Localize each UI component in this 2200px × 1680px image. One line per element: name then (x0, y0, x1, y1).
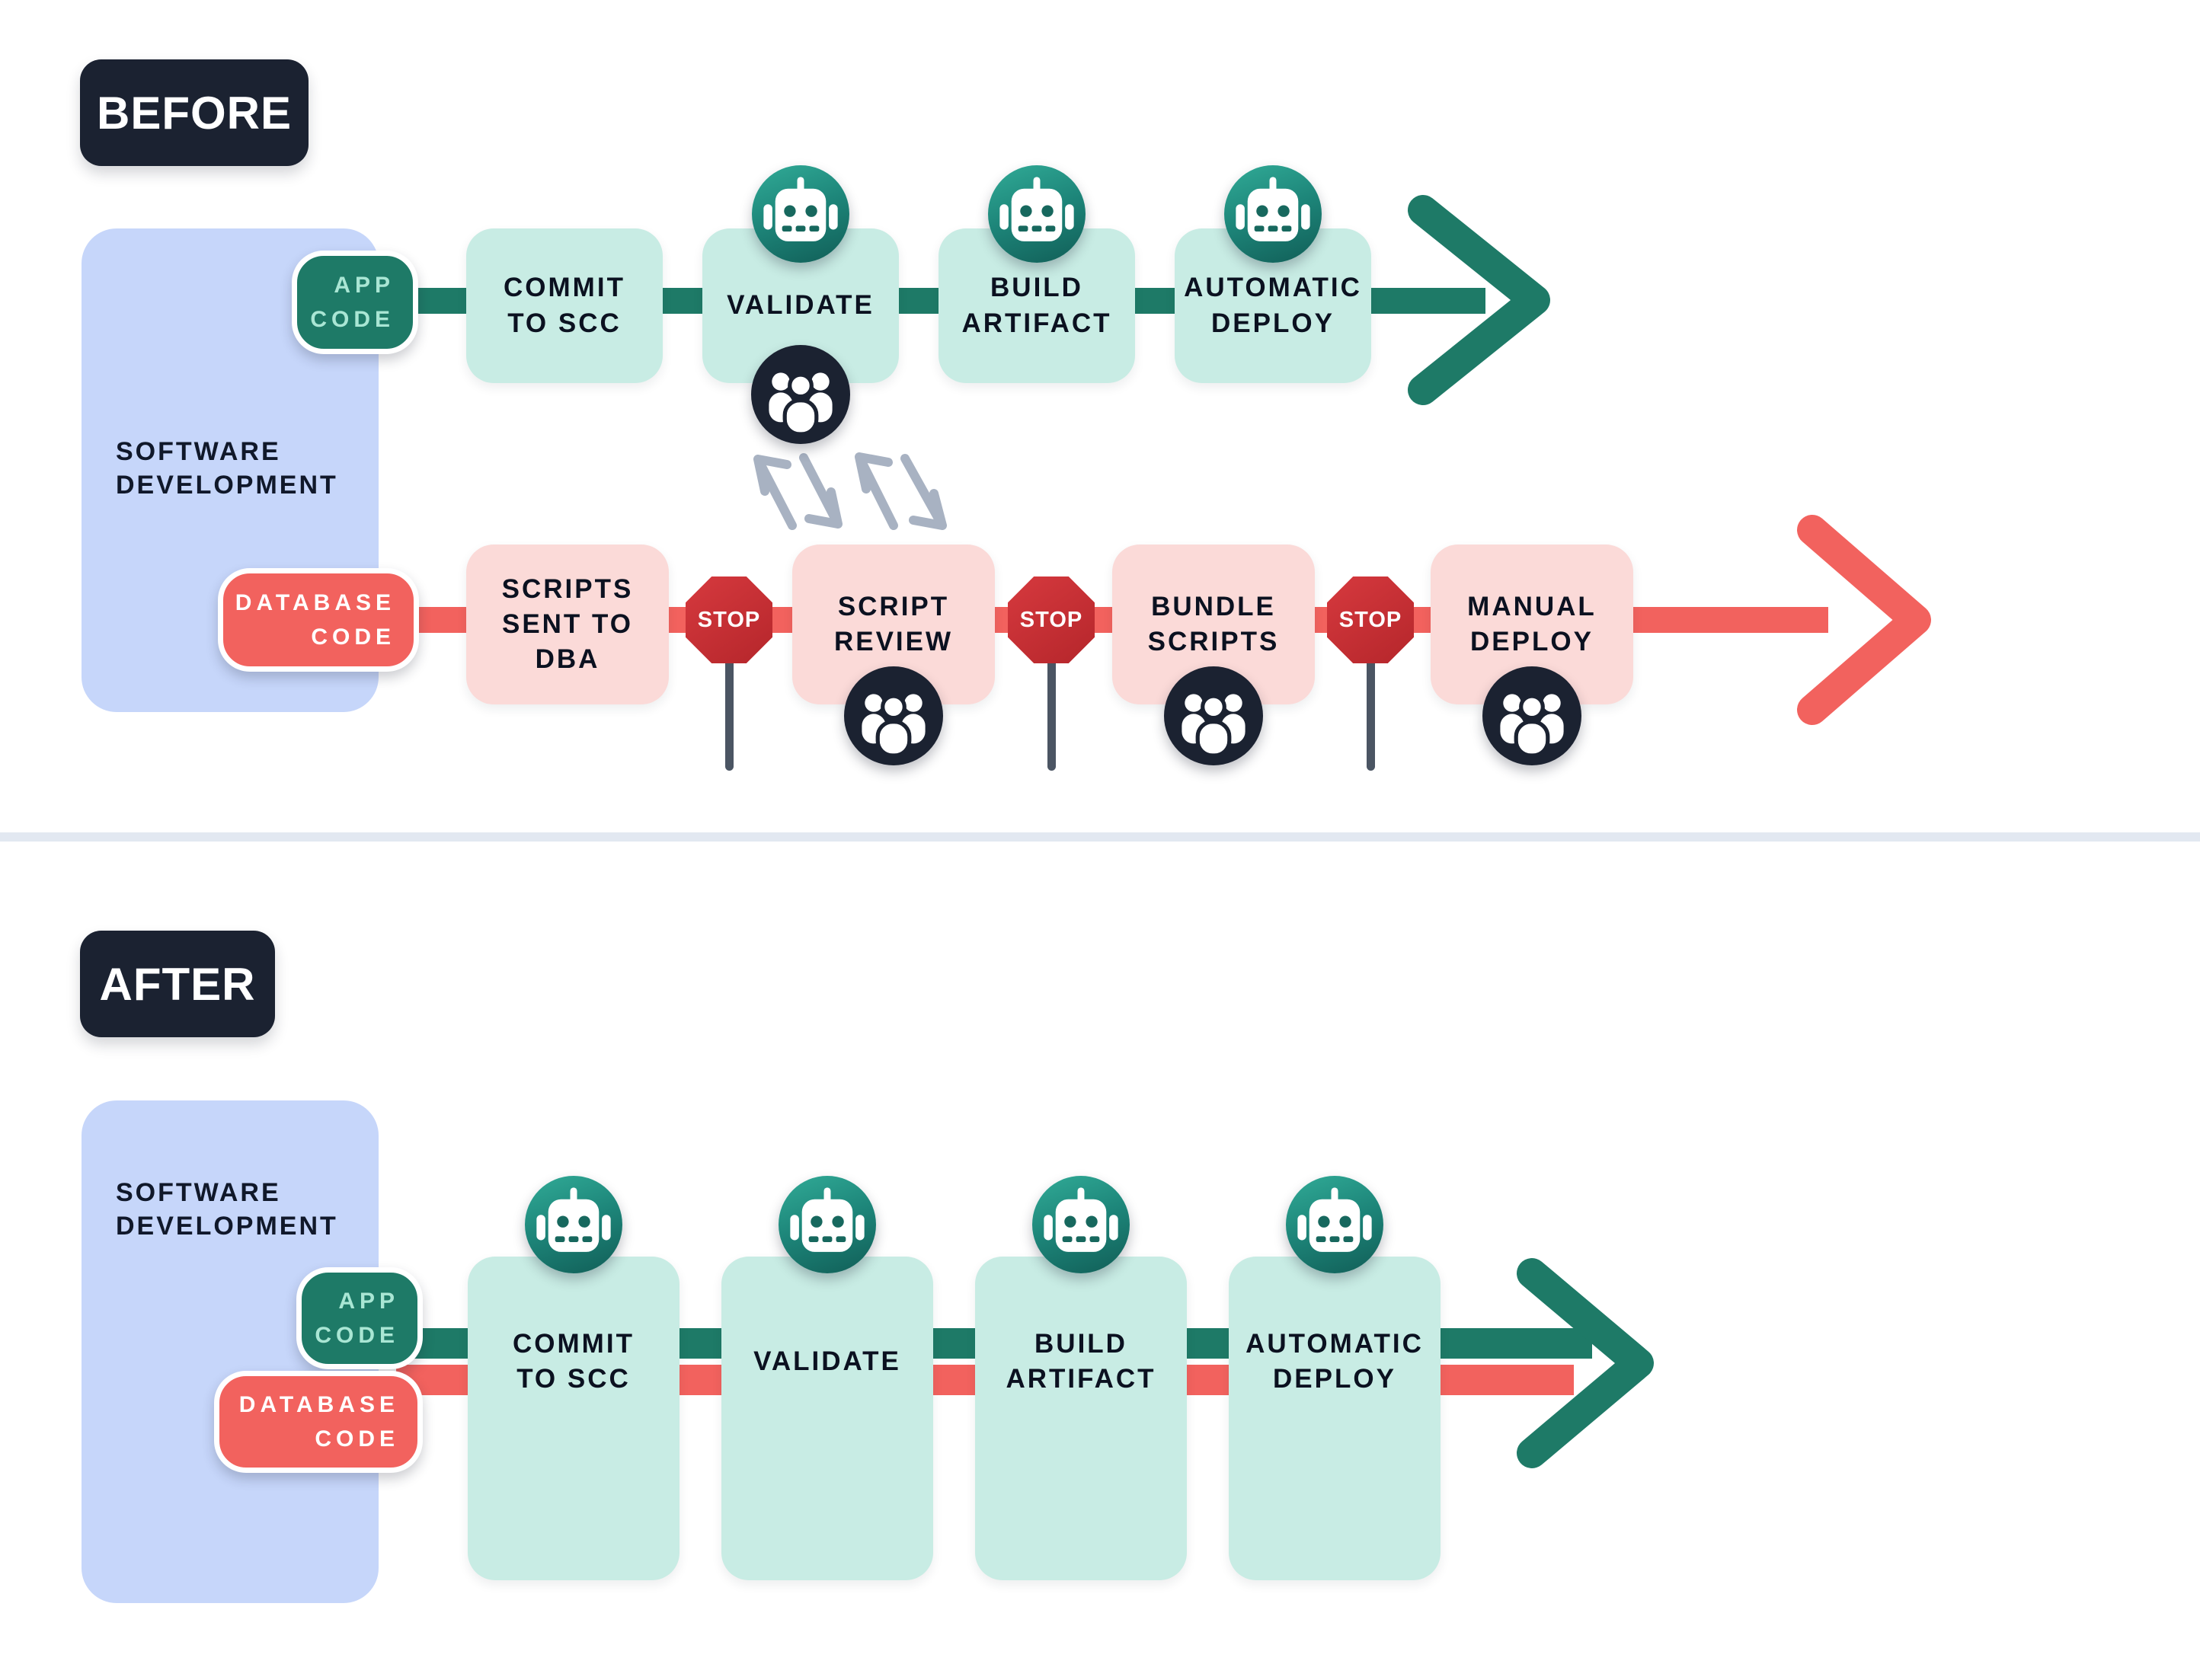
step-label: BUILD ARTIFACT (1006, 1328, 1156, 1394)
team-icon (1482, 666, 1581, 765)
rework-zigzag-arrows-icon (753, 452, 947, 530)
stop-sign-icon: STOP (1008, 577, 1095, 663)
robot-icon (988, 165, 1086, 263)
before-app-step-build-artifact: BUILD ARTIFACT (939, 228, 1135, 383)
stop-sign-post (725, 658, 734, 771)
robot-icon (779, 1176, 876, 1273)
after-step-validate: VALIDATE (721, 1257, 933, 1580)
before-app-code-pill-label: APP CODE (310, 273, 395, 332)
team-icon (844, 666, 943, 765)
stop-sign-label: STOP (697, 607, 761, 632)
robot-icon (525, 1176, 622, 1273)
step-label: COMMIT TO SCC (504, 273, 625, 338)
step-label: SCRIPTS SENT TO DBA (501, 573, 634, 675)
section-divider (0, 832, 2200, 842)
after-step-build-artifact: BUILD ARTIFACT (975, 1257, 1187, 1580)
step-label: BUILD ARTIFACT (961, 273, 1112, 338)
arrow-right-icon (1797, 515, 1931, 725)
stop-sign-post (1367, 658, 1375, 771)
robot-icon (1224, 165, 1322, 263)
robot-icon (752, 165, 849, 263)
stop-sign-label: STOP (1019, 607, 1083, 632)
step-label: VALIDATE (727, 290, 875, 321)
before-app-step-commit: COMMIT TO SCC (466, 228, 663, 383)
before-badge-label: BEFORE (96, 87, 293, 139)
robot-icon (1286, 1176, 1383, 1273)
step-label: MANUAL DEPLOY (1467, 591, 1597, 656)
before-database-code-pill-label: DATABASE CODE (235, 590, 395, 650)
after-badge-label: AFTER (99, 958, 256, 1010)
step-label: VALIDATE (753, 1346, 901, 1376)
robot-icon (1032, 1176, 1130, 1273)
step-label: COMMIT TO SCC (513, 1328, 635, 1394)
stop-sign-post (1047, 658, 1056, 771)
after-step-commit: COMMIT TO SCC (468, 1257, 680, 1580)
stop-sign-icon: STOP (1327, 577, 1414, 663)
after-database-code-pill: DATABASE CODE (214, 1371, 423, 1473)
arrow-right-icon (1517, 1258, 1654, 1468)
stop-sign-icon: STOP (686, 577, 772, 663)
after-step-automatic-deploy: AUTOMATIC DEPLOY (1229, 1257, 1441, 1580)
before-db-step-scripts-sent: SCRIPTS SENT TO DBA (466, 545, 669, 704)
after-app-code-pill: APP CODE (296, 1267, 423, 1369)
step-label: SCRIPT REVIEW (833, 591, 954, 656)
team-icon (1164, 666, 1263, 765)
step-label: BUNDLE SCRIPTS (1147, 591, 1280, 656)
after-panel-title: SOFTWARE DEVELOPMENT (116, 1178, 338, 1241)
before-badge: BEFORE (80, 59, 309, 166)
before-panel-title: SOFTWARE DEVELOPMENT (116, 437, 338, 500)
step-label: AUTOMATIC DEPLOY (1245, 1328, 1424, 1394)
before-app-code-pill: APP CODE (292, 251, 418, 354)
stop-sign-label: STOP (1338, 607, 1402, 632)
step-label: AUTOMATIC DEPLOY (1184, 273, 1362, 338)
arrow-right-icon (1408, 195, 1550, 405)
before-database-code-pill: DATABASE CODE (218, 568, 419, 672)
team-icon (751, 345, 850, 444)
after-database-code-pill-label: DATABASE CODE (238, 1392, 399, 1452)
after-app-code-pill-label: APP CODE (315, 1289, 399, 1348)
after-badge: AFTER (80, 931, 275, 1037)
